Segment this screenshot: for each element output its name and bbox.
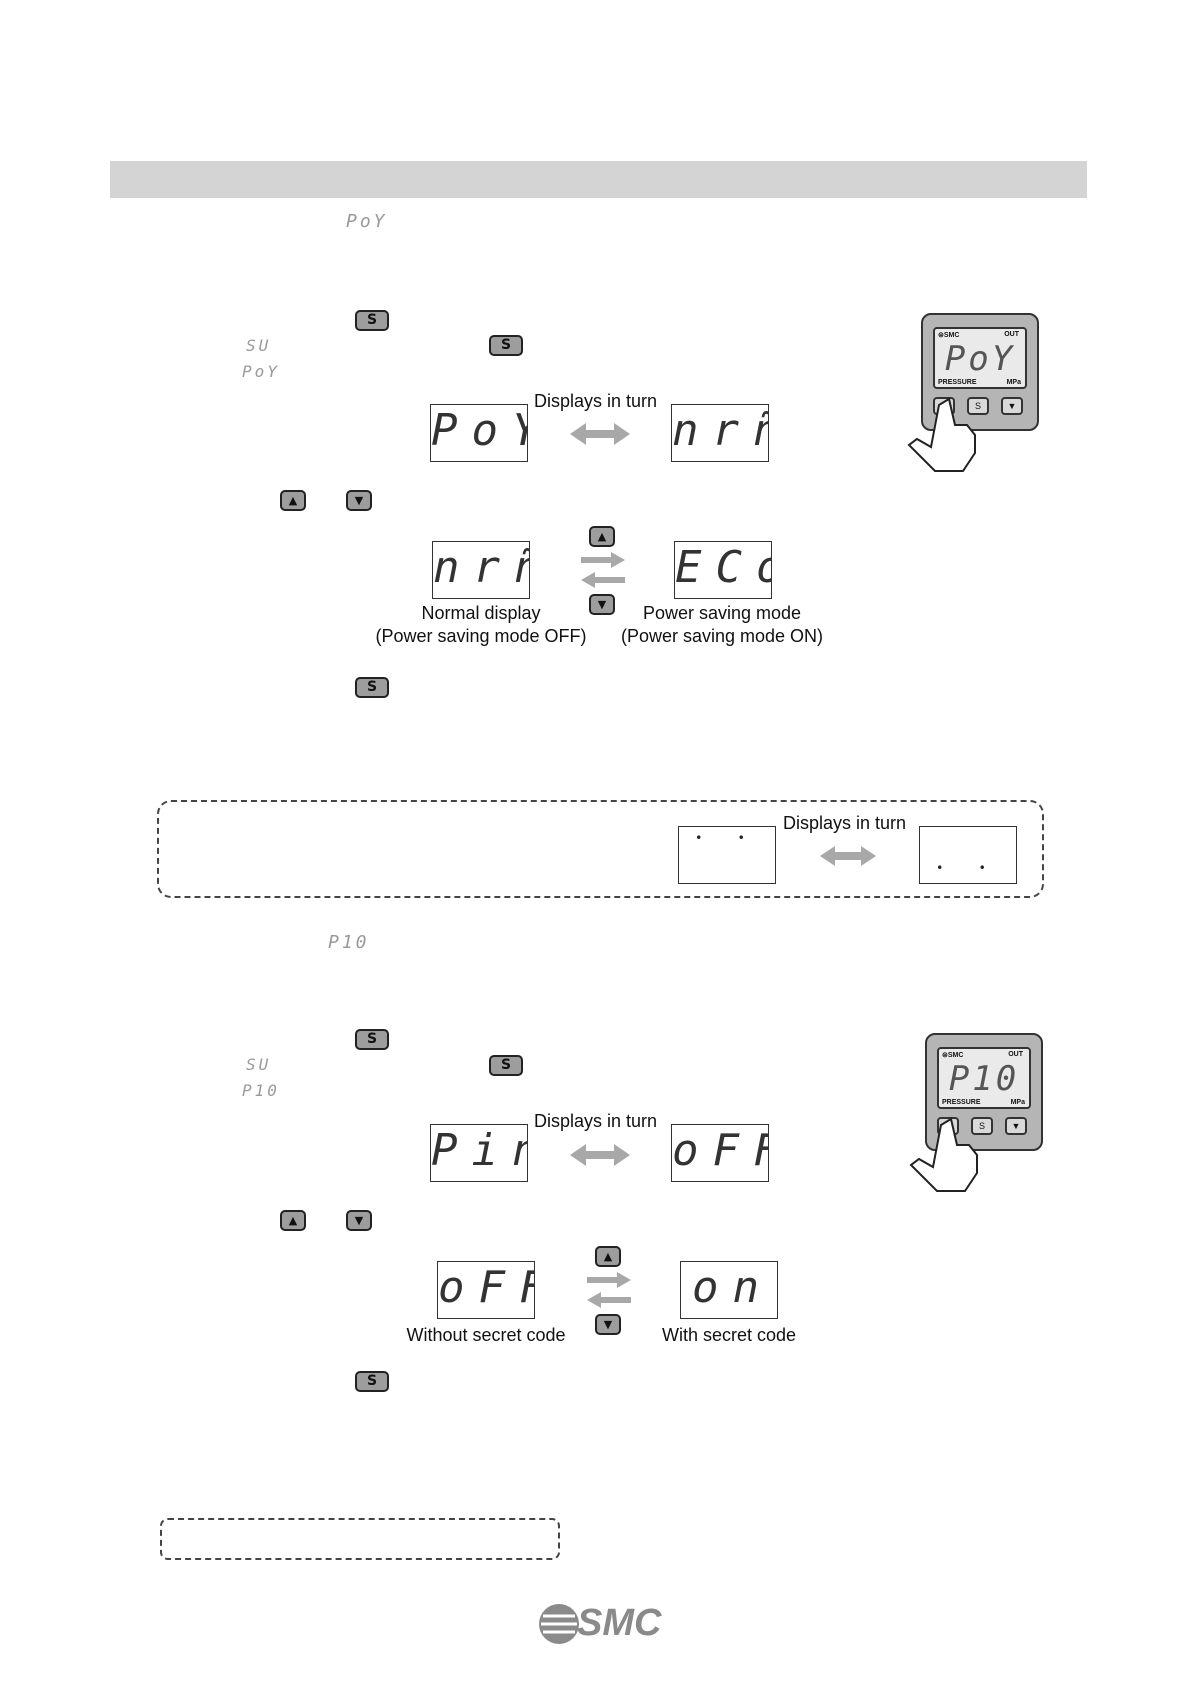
note-lcd-right: • • bbox=[919, 826, 1017, 884]
up-key-icon: ▲ bbox=[589, 526, 615, 547]
power-saving-caption: Power saving mode bbox=[642, 603, 802, 623]
double-arrow-icon bbox=[820, 846, 876, 866]
step-glyph-item: P10 bbox=[242, 1081, 280, 1100]
lcd-display-left: PoY bbox=[430, 404, 528, 462]
double-arrow-icon bbox=[570, 1144, 630, 1166]
device-illustration: ⊜SMC OUT PoY PRESSURE MPa ▲ S ▼ bbox=[921, 313, 1039, 431]
lcd-with-secret-code: on bbox=[680, 1261, 778, 1319]
normal-display-subcaption: (Power saving mode OFF) bbox=[375, 626, 587, 646]
device-reading: PoY bbox=[944, 339, 1016, 379]
device-set-button: S bbox=[971, 1117, 993, 1135]
switch-arrows-icon bbox=[587, 1272, 631, 1308]
up-key-icon: ▲ bbox=[595, 1246, 621, 1267]
device-unit-label: MPa bbox=[1006, 379, 1021, 386]
displays-in-turn-caption: Displays in turn bbox=[534, 391, 658, 411]
up-key-icon: ▲ bbox=[280, 490, 306, 511]
with-secret-code-caption: With secret code bbox=[661, 1325, 797, 1345]
device-reading: P10 bbox=[948, 1059, 1020, 1099]
device-screen: ⊜SMC OUT PoY PRESSURE MPa bbox=[933, 327, 1027, 389]
lcd-display-left: Pin bbox=[430, 1124, 528, 1182]
without-secret-code-caption: Without secret code bbox=[406, 1325, 566, 1345]
note-lcd-left: • • bbox=[678, 826, 776, 884]
power-saving-subcaption: (Power saving mode ON) bbox=[620, 626, 824, 646]
device-brand-label: ⊜SMC bbox=[938, 332, 960, 339]
set-key-icon: S bbox=[355, 1371, 389, 1392]
set-key-icon: S bbox=[489, 335, 523, 356]
device-pressure-label: PRESSURE bbox=[942, 1099, 981, 1106]
device-down-button: ▼ bbox=[1005, 1117, 1027, 1135]
device-pressure-label: PRESSURE bbox=[938, 379, 977, 386]
down-key-icon: ▼ bbox=[346, 490, 372, 511]
lcd-without-secret-code: oFF bbox=[437, 1261, 535, 1319]
device-brand-label: ⊜SMC bbox=[942, 1052, 964, 1059]
step-glyph-su: SU bbox=[246, 336, 272, 355]
down-key-icon: ▼ bbox=[595, 1314, 621, 1335]
step-glyph-su: SU bbox=[246, 1055, 272, 1074]
double-arrow-icon bbox=[570, 423, 630, 445]
down-key-icon: ▼ bbox=[589, 594, 615, 615]
set-key-icon: S bbox=[355, 677, 389, 698]
device-unit-label: MPa bbox=[1010, 1099, 1025, 1106]
lcd-power-saving: ECo bbox=[674, 541, 772, 599]
smc-logo: SMC bbox=[537, 1600, 667, 1650]
device-out-label: OUT bbox=[1008, 1051, 1023, 1058]
device-set-button: S bbox=[967, 397, 989, 415]
lcd-normal-display: nrñ bbox=[432, 541, 530, 599]
lcd-display-right: oFF bbox=[671, 1124, 769, 1182]
device-out-label: OUT bbox=[1004, 331, 1019, 338]
smc-logo-text: SMC bbox=[577, 1602, 662, 1644]
bottom-dashed-box bbox=[160, 1518, 560, 1560]
step-glyph-item: PoY bbox=[242, 362, 280, 381]
device-down-button: ▼ bbox=[1001, 397, 1023, 415]
hand-pointer-icon bbox=[907, 397, 976, 472]
smc-logo-mark-icon bbox=[539, 1604, 579, 1644]
set-key-icon: S bbox=[355, 1029, 389, 1050]
item-code-glyph: P10 bbox=[328, 932, 370, 953]
hand-pointer-icon bbox=[909, 1117, 978, 1192]
lcd-display-right: nrñ bbox=[671, 404, 769, 462]
up-key-icon: ▲ bbox=[280, 1210, 306, 1231]
set-key-icon: S bbox=[489, 1055, 523, 1076]
set-key-icon: S bbox=[355, 310, 389, 331]
displays-in-turn-caption: Displays in turn bbox=[534, 1111, 658, 1131]
note-displays-in-turn-caption: Displays in turn bbox=[783, 813, 907, 833]
down-key-icon: ▼ bbox=[346, 1210, 372, 1231]
device-screen: ⊜SMC OUT P10 PRESSURE MPa bbox=[937, 1047, 1031, 1109]
switch-arrows-icon bbox=[581, 552, 625, 588]
normal-display-caption: Normal display bbox=[421, 603, 541, 623]
item-code-glyph: PoY bbox=[346, 211, 388, 232]
section-header-bar bbox=[110, 161, 1087, 198]
note-dashed-box bbox=[157, 800, 1044, 898]
